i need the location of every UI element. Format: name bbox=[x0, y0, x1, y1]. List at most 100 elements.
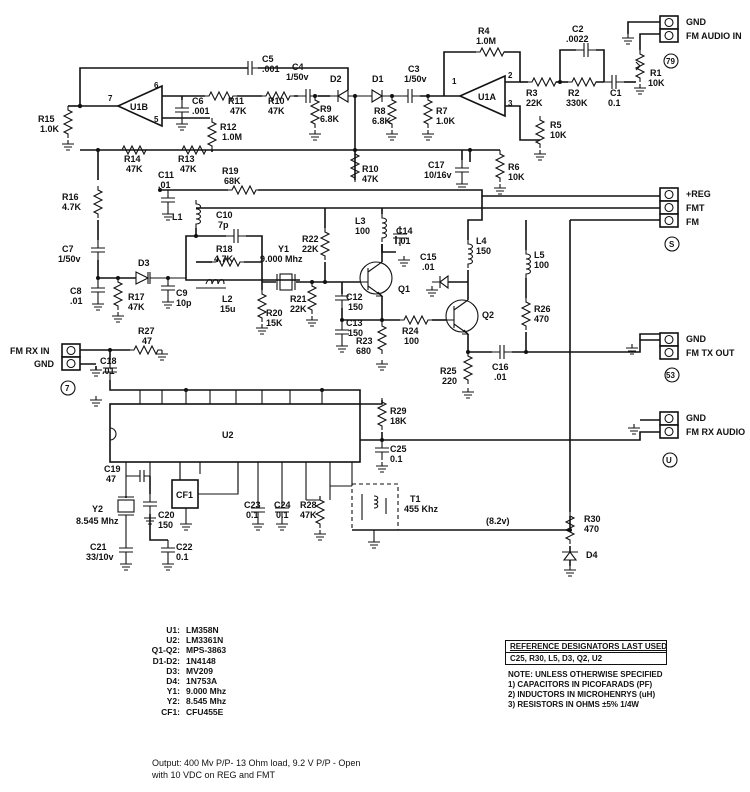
r5-ref: R5 bbox=[550, 120, 562, 130]
u2-label: U2 bbox=[222, 430, 234, 440]
c23-val: 0.1 bbox=[246, 510, 259, 520]
terminal-gnd-tx[interactable] bbox=[659, 332, 679, 347]
r10b-ref: R10 bbox=[362, 164, 379, 174]
c17-ref: C17 bbox=[428, 160, 445, 170]
r18-ref: R18 bbox=[216, 244, 233, 254]
conn-reg: +REG bbox=[686, 189, 711, 199]
r4-ref: R4 bbox=[478, 26, 490, 36]
c1-ref: C1 bbox=[610, 88, 622, 98]
cf1-ref: CF1 bbox=[176, 490, 193, 500]
r10a-val: 47K bbox=[268, 106, 285, 116]
terminal-fm-rx-in[interactable] bbox=[61, 343, 81, 358]
c17-val: 10/16v bbox=[424, 170, 452, 180]
c19-val: 47 bbox=[106, 474, 116, 484]
terminal-fm-audio-in[interactable] bbox=[659, 28, 679, 43]
terminal-fm-rx-audio[interactable] bbox=[659, 424, 679, 439]
parts-list-row: D1-D2:1N4148 bbox=[152, 655, 216, 666]
r16-val: 4.7K bbox=[62, 202, 82, 212]
r9-val: 6.8K bbox=[320, 114, 340, 124]
c8-ref: C8 bbox=[70, 286, 82, 296]
u1b-label: U1B bbox=[130, 102, 149, 112]
c4-val: 1/50v bbox=[286, 72, 309, 82]
terminal-reg[interactable] bbox=[659, 187, 679, 202]
d4-zener bbox=[562, 551, 578, 561]
c9-ref: C9 bbox=[176, 288, 188, 298]
r24-val: 100 bbox=[404, 336, 419, 346]
r19-val: 68K bbox=[224, 176, 241, 186]
conn-gnd-1: GND bbox=[686, 17, 707, 27]
l2-ref: L2 bbox=[222, 294, 233, 304]
conn-gnd-2: GND bbox=[686, 334, 707, 344]
conn-fm-tx-out: FM TX OUT bbox=[686, 348, 735, 358]
d3-varactor bbox=[135, 271, 186, 285]
r10b-val: 47K bbox=[362, 174, 379, 184]
l2-val: 15u bbox=[220, 304, 236, 314]
y2-val: 8.545 Mhz bbox=[76, 516, 119, 526]
c22-ref: C22 bbox=[176, 542, 193, 552]
q1-transistor bbox=[359, 261, 393, 295]
r14-val: 47K bbox=[126, 164, 143, 174]
l4-val: 150 bbox=[476, 246, 491, 256]
c2-val: .0022 bbox=[566, 34, 589, 44]
r10a-ref: R10 bbox=[268, 96, 285, 106]
l5-val: 100 bbox=[534, 260, 549, 270]
r7-ref: R7 bbox=[436, 106, 448, 116]
c14-val: .01 bbox=[398, 236, 411, 246]
terminal-gnd-audio-in[interactable] bbox=[659, 15, 679, 30]
r11-val: 47K bbox=[230, 106, 247, 116]
r2-val: 330K bbox=[566, 98, 588, 108]
u1b-pin5: 5 bbox=[154, 115, 159, 124]
parts-list-row: Y2:8.545 Mhz bbox=[166, 696, 227, 707]
r8-val: 6.8K bbox=[372, 116, 392, 126]
r17-ref: R17 bbox=[128, 292, 145, 302]
t1-ref: T1 bbox=[410, 494, 421, 504]
r7-val: 1.0K bbox=[436, 116, 456, 126]
u1b-pin6: 6 bbox=[154, 81, 159, 90]
d1-ref: D1 bbox=[372, 74, 384, 84]
c19-ref: C19 bbox=[104, 464, 121, 474]
terminal-fmt[interactable] bbox=[659, 200, 679, 215]
r12-ref: R12 bbox=[220, 122, 237, 132]
c25-ref: C25 bbox=[390, 444, 407, 454]
c4-ref: C4 bbox=[292, 62, 304, 72]
r29-ref: R29 bbox=[390, 406, 407, 416]
r28-val: 47K bbox=[300, 510, 317, 520]
r15-ref: R15 bbox=[38, 114, 55, 124]
y1-crystal bbox=[279, 273, 293, 291]
output-note: Output: 400 Mv P/P- 13 Ohm load, 9.2 V P… bbox=[152, 757, 360, 781]
u1a-label: U1A bbox=[478, 92, 497, 102]
parts-list-row: CF1:CFU455E bbox=[161, 706, 224, 717]
c15-val: .01 bbox=[422, 262, 435, 272]
terminal-fm[interactable] bbox=[659, 213, 679, 228]
parts-list-row: D4:1N753A bbox=[166, 676, 218, 687]
y2-ref: Y2 bbox=[92, 504, 103, 514]
q2-ref: Q2 bbox=[482, 310, 494, 320]
c16-ref: C16 bbox=[492, 362, 509, 372]
r19-ref: R19 bbox=[222, 166, 239, 176]
c5-val: .001 bbox=[262, 64, 280, 74]
terminal-gnd-rx-audio[interactable] bbox=[659, 411, 679, 426]
terminal-gnd-rx-in[interactable] bbox=[61, 356, 81, 371]
r30-ref: R30 bbox=[584, 514, 601, 524]
u1b-opamp bbox=[116, 84, 163, 128]
r1-ref: R1 bbox=[650, 68, 662, 78]
refbox-title: REFERENCE DESIGNATORS LAST USED bbox=[506, 641, 667, 653]
c14-ref: C14 bbox=[396, 226, 413, 236]
c3-val: 1/50v bbox=[404, 74, 427, 84]
tag-7: 7 bbox=[65, 384, 70, 393]
r30-val: 470 bbox=[584, 524, 599, 534]
d2-ref: D2 bbox=[330, 74, 342, 84]
l1-ref: L1 bbox=[172, 212, 183, 222]
r29-val: 18K bbox=[390, 416, 407, 426]
c16-val: .01 bbox=[494, 372, 507, 382]
d3-ref: D3 bbox=[138, 258, 150, 268]
c15-ref: C15 bbox=[420, 252, 437, 262]
u1a-pin2: 2 bbox=[508, 71, 513, 80]
r23-val: 680 bbox=[356, 346, 371, 356]
c5-ref: C5 bbox=[262, 54, 274, 64]
terminal-fm-tx-out[interactable] bbox=[659, 345, 679, 360]
c24-ref: C24 bbox=[274, 500, 291, 510]
c20-val: 150 bbox=[158, 520, 173, 530]
c10-val: 7p bbox=[218, 220, 229, 230]
conn-fm: FM bbox=[686, 217, 699, 227]
